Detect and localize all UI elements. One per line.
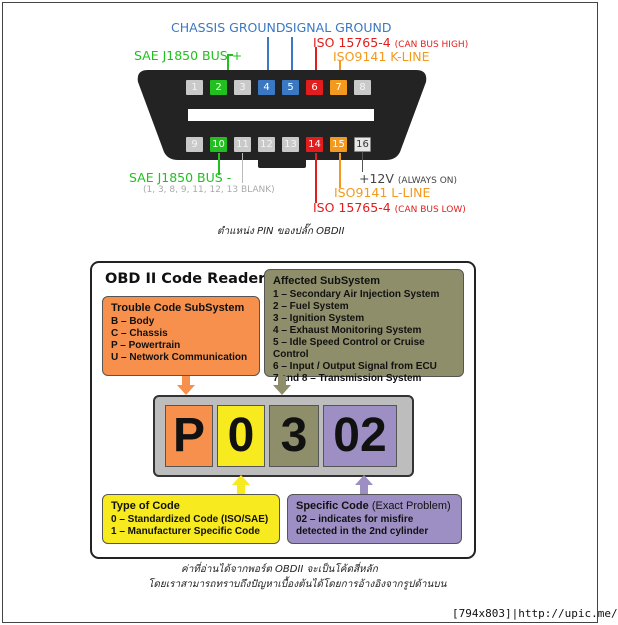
pin-14: 14 xyxy=(306,137,323,152)
pin-16: 16 xyxy=(354,137,371,152)
watermark-text: [794x803]|http://upic.me/ xyxy=(452,607,618,620)
specific-code-line: 02 – indicates for misfire xyxy=(296,514,414,525)
trouble-code-item: B – Body xyxy=(111,316,155,327)
arrow-specific-stem xyxy=(360,485,368,495)
code-digit-system: P xyxy=(165,405,213,467)
specific-code-box: Specific Code (Exact Problem) 02 – indic… xyxy=(287,494,462,544)
arrow-affected-stem xyxy=(278,376,286,386)
code-reader-panel: OBD II Code Reader Trouble Code SubSyste… xyxy=(90,261,476,559)
label-12v: +12V (ALWAYS ON) xyxy=(359,171,458,186)
image-frame xyxy=(2,2,598,623)
label-l-line: ISO9141 L-LINE xyxy=(334,185,431,200)
leader-line-pin2 xyxy=(227,54,229,79)
affected-subsystem-item: 3 – Ignition System xyxy=(273,313,365,324)
trouble-code-item: U – Network Communication xyxy=(111,352,248,363)
leader-line-pin4 xyxy=(267,37,269,79)
leader-line-pin15 xyxy=(339,153,341,188)
label-can-high: ISO 15765-4 (CAN BUS HIGH) xyxy=(313,35,469,50)
code-digit-type: 0 xyxy=(217,405,265,467)
leader-line-pin16 xyxy=(362,152,363,172)
affected-subsystem-title: Affected SubSystem xyxy=(273,275,380,287)
arrow-down-icon xyxy=(273,385,291,395)
type-of-code-item: 1 – Manufacturer Specific Code xyxy=(111,526,260,537)
affected-subsystem-item: 4 – Exhaust Monitoring System xyxy=(273,325,422,336)
label-signal-ground: SIGNAL GROUND xyxy=(285,20,392,35)
pin-8: 8 xyxy=(354,80,371,95)
specific-code-title: Specific Code (Exact Problem) xyxy=(296,500,451,512)
pin-10: 10 xyxy=(210,137,227,152)
caption-code-line1: ค่าที่อ่านได้จากพอร์ต OBDII จะเป็นโค้ดสี… xyxy=(181,564,378,575)
pin-4: 4 xyxy=(258,80,275,95)
arrow-down-icon xyxy=(177,385,195,395)
pin-5: 5 xyxy=(282,80,299,95)
arrow-trouble-stem xyxy=(182,376,190,386)
label-j1850-plus: SAE J1850 BUS + xyxy=(134,48,243,63)
caption-code-line2: โดยเราสามารถทราบถึงปัญหาเบื้องต้นได้โดยก… xyxy=(148,579,447,590)
pin-6: 6 xyxy=(306,80,323,95)
code-display: P 0 3 02 xyxy=(153,395,414,477)
label-can-low: ISO 15765-4 (CAN BUS LOW) xyxy=(313,200,466,215)
label-chassis-ground: CHASSIS GROUND xyxy=(171,20,286,35)
pin-11: 11 xyxy=(234,137,251,152)
leader-line-pin6 xyxy=(315,47,317,79)
pin-12: 12 xyxy=(258,137,275,152)
affected-subsystem-item: 1 – Secondary Air Injection System xyxy=(273,289,440,300)
type-of-code-box: Type of Code 0 – Standardized Code (ISO/… xyxy=(102,494,280,544)
type-of-code-title: Type of Code xyxy=(111,500,180,512)
label-j1850-minus: SAE J1850 BUS - xyxy=(129,170,232,185)
arrow-up-icon xyxy=(355,475,373,485)
code-digits-specific: 02 xyxy=(323,405,397,467)
leader-line-pin14 xyxy=(315,153,317,203)
specific-code-line: detected in the 2nd cylinder xyxy=(296,526,429,537)
caption-pin-position: ตำแหน่ง PIN ของปลั๊ก OBDII xyxy=(217,226,345,237)
pin-3: 3 xyxy=(234,80,251,95)
type-of-code-item: 0 – Standardized Code (ISO/SAE) xyxy=(111,514,269,525)
leader-line-pin11 xyxy=(242,153,243,183)
pin-15: 15 xyxy=(330,137,347,152)
code-digit-subsystem: 3 xyxy=(269,405,319,467)
affected-subsystem-item: 7 and 8 – Transmission System xyxy=(273,373,422,384)
leader-line-pin10 xyxy=(218,153,220,175)
trouble-code-box: Trouble Code SubSystem B – Body C – Chas… xyxy=(102,296,260,376)
affected-subsystem-item: 5 – Idle Speed Control or Cruise Control xyxy=(273,337,425,360)
reader-title: OBD II Code Reader xyxy=(105,271,266,287)
leader-line-pin2-h xyxy=(227,54,233,56)
trouble-code-item: P – Powertrain xyxy=(111,340,181,351)
affected-subsystem-box: Affected SubSystem 1 – Secondary Air Inj… xyxy=(264,269,464,384)
arrow-type-stem xyxy=(237,485,245,495)
arrow-up-icon xyxy=(232,475,250,485)
pin-13: 13 xyxy=(282,137,299,152)
affected-subsystem-item: 6 – Input / Output Signal from ECU xyxy=(273,361,437,372)
label-blank-pins: (1, 3, 8, 9, 11, 12, 13 BLANK) xyxy=(143,185,275,195)
affected-subsystem-item: 2 – Fuel System xyxy=(273,301,349,312)
label-k-line: ISO9141 K-LINE xyxy=(333,49,430,64)
trouble-code-title: Trouble Code SubSystem xyxy=(111,302,245,314)
pin-1: 1 xyxy=(186,80,203,95)
leader-line-pin5 xyxy=(291,37,293,79)
pin-2: 2 xyxy=(210,80,227,95)
pin-7: 7 xyxy=(330,80,347,95)
pin-9: 9 xyxy=(186,137,203,152)
trouble-code-item: C – Chassis xyxy=(111,328,168,339)
